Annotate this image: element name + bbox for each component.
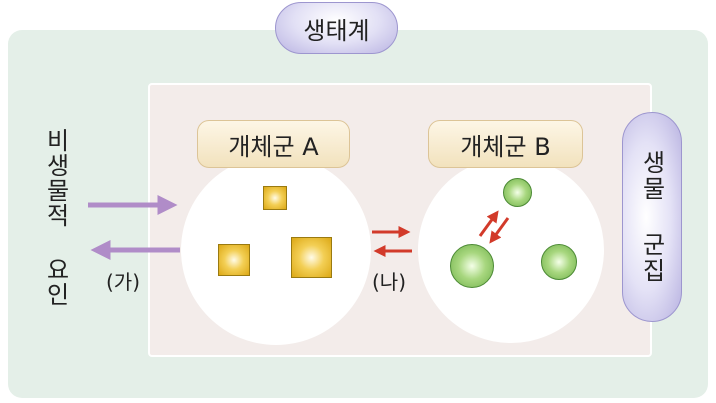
individual-square bbox=[263, 186, 287, 210]
individual-square bbox=[291, 237, 332, 278]
ecosystem-title: 생태계 bbox=[275, 2, 398, 54]
label-na: (나) bbox=[372, 270, 407, 294]
intra-arrow-up bbox=[478, 210, 499, 237]
abiotic-factor-label: 비생물적 요인 bbox=[41, 128, 70, 307]
individual-circle bbox=[450, 244, 494, 288]
population-b-label: 개체군 B bbox=[428, 120, 583, 168]
individual-circle bbox=[541, 244, 577, 280]
community-label: 생물 군집 bbox=[622, 112, 682, 322]
intra-arrow-down bbox=[489, 217, 510, 244]
individual-square bbox=[218, 244, 250, 276]
individual-circle bbox=[503, 178, 532, 207]
population-a-label: 개체군 A bbox=[197, 120, 350, 168]
label-ga: (가) bbox=[106, 270, 141, 294]
